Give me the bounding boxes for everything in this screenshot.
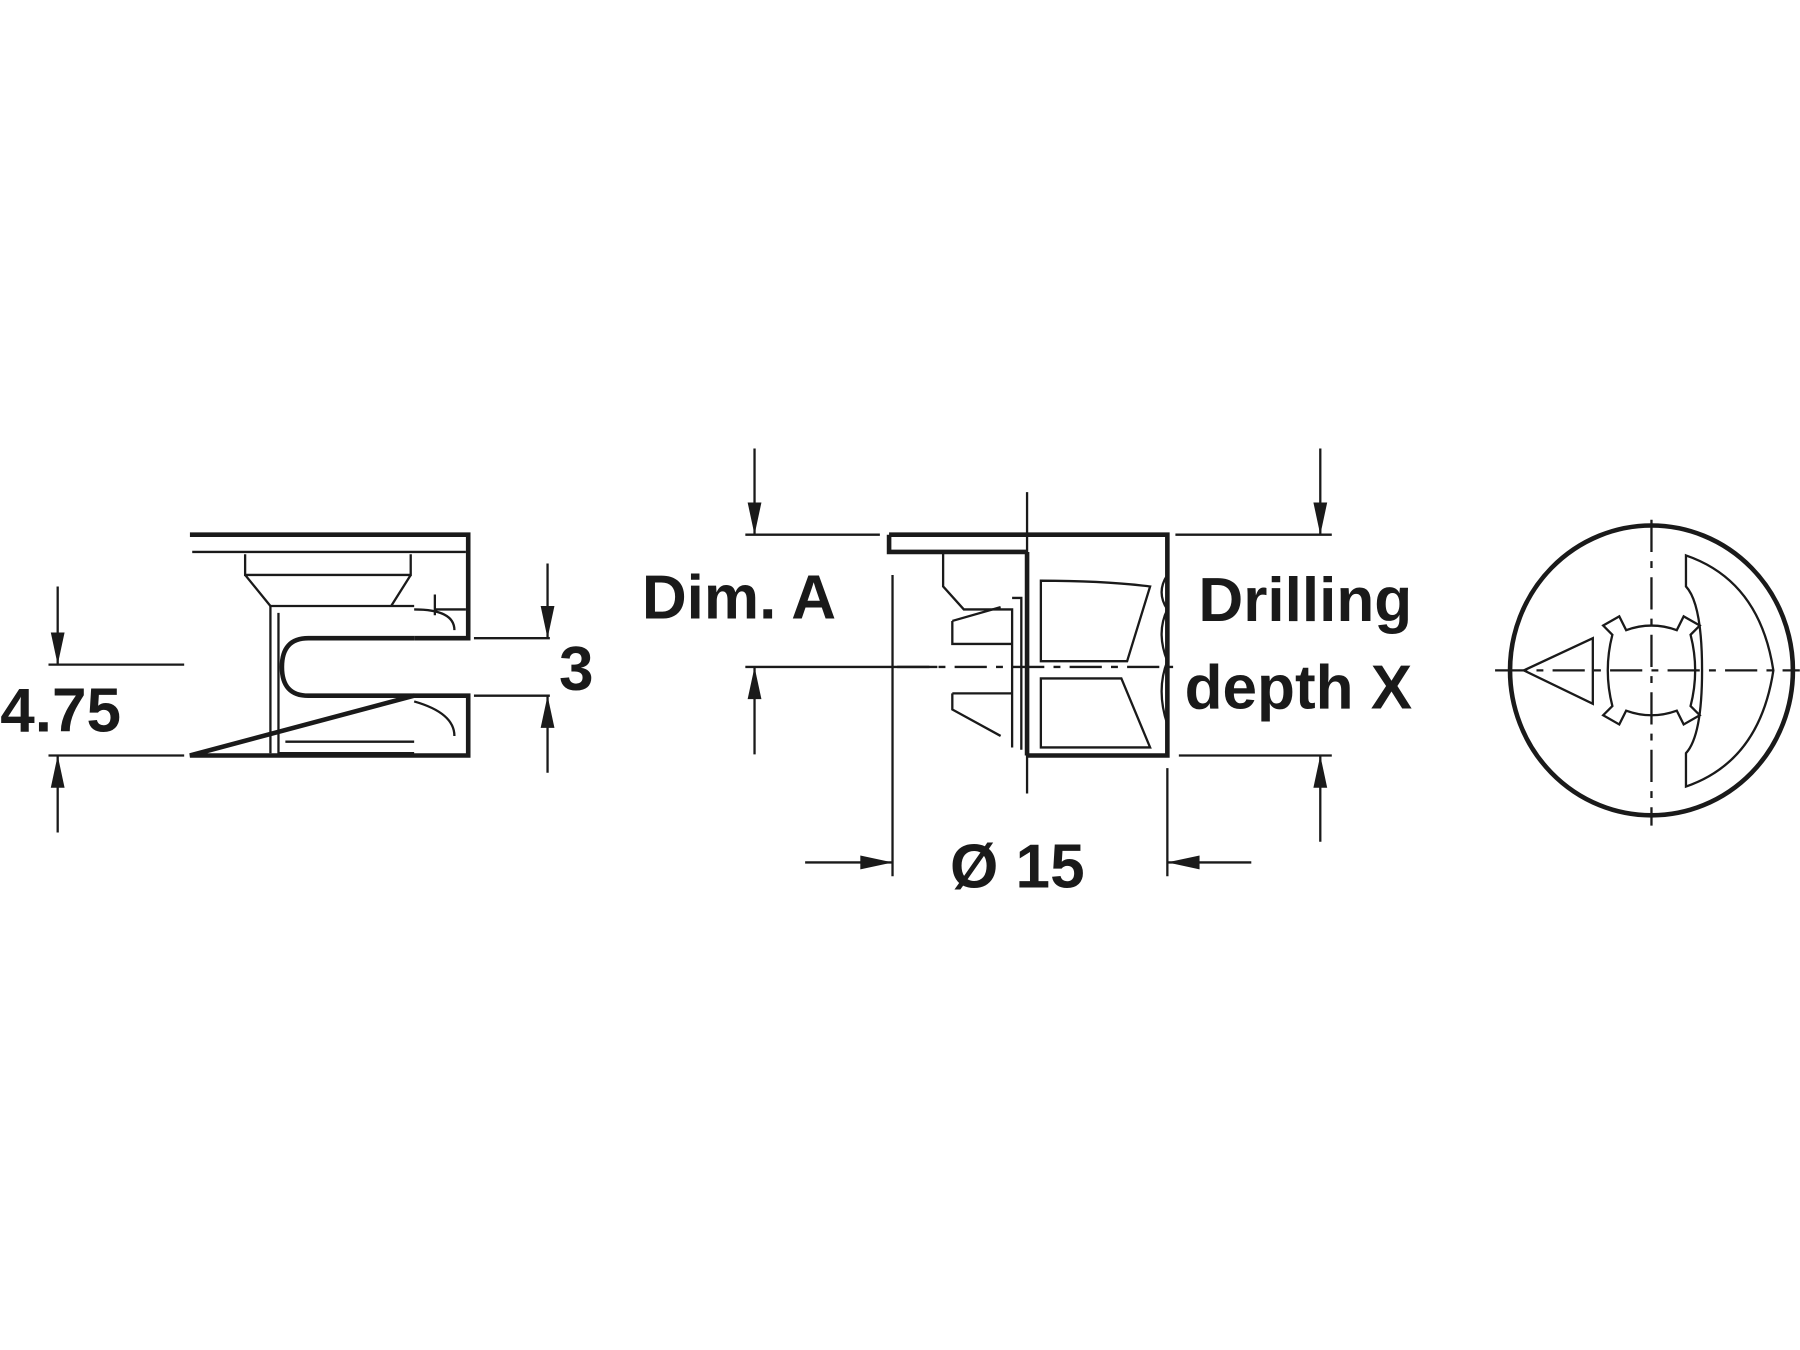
dimension-4-75: 4.75 bbox=[0, 586, 185, 833]
dimension-drilling-depth: Drilling depth X bbox=[1175, 448, 1413, 842]
label-drilling: Drilling bbox=[1198, 566, 1412, 635]
label-4-75: 4.75 bbox=[0, 676, 121, 745]
dimension-3: 3 bbox=[473, 563, 594, 773]
label-diameter-15: Ø 15 bbox=[950, 833, 1085, 902]
section-view bbox=[886, 492, 1174, 794]
label-dim-a: Dim. A bbox=[642, 564, 836, 633]
dimension-diameter-15: Ø 15 bbox=[805, 574, 1252, 902]
front-view bbox=[1495, 519, 1800, 826]
label-3: 3 bbox=[559, 635, 594, 704]
side-view bbox=[189, 532, 471, 758]
dimension-dim-a: Dim. A bbox=[642, 448, 938, 755]
label-depth-x: depth X bbox=[1185, 653, 1413, 722]
